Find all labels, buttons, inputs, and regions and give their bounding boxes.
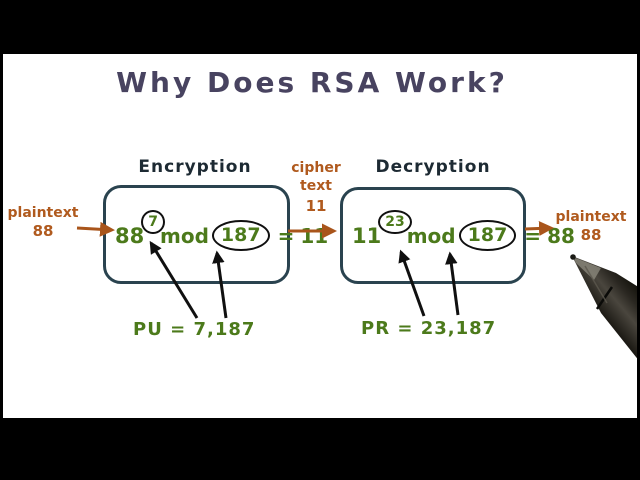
private-key-name: PR (361, 318, 391, 339)
private-key-value: 23,187 (420, 318, 497, 339)
encryption-equals: = (277, 223, 295, 248)
decryption-formula: 11 23 mod 187 = 88 (352, 209, 575, 251)
encryption-modulus-circled: 187 (211, 220, 270, 251)
ciphertext-word2: text (300, 177, 332, 194)
encryption-heading: Encryption (138, 157, 252, 177)
public-key-name: PU (133, 319, 163, 340)
plaintext-left-label: plaintext 88 (6, 205, 80, 240)
plaintext-left-value: 88 (32, 221, 54, 240)
letterbox-right-edge (637, 0, 640, 480)
plaintext-left-word: plaintext (7, 205, 79, 221)
encryption-formula: 88 7 mod 187 = 11 (115, 209, 329, 251)
ciphertext-label: cipher text 11 (288, 160, 344, 216)
public-key-value: 7,187 (193, 319, 256, 340)
public-key-label: PU = 7,187 (133, 319, 255, 340)
decryption-heading: Decryption (375, 157, 491, 177)
decryption-box (340, 187, 526, 284)
decryption-base: 11 (352, 223, 382, 248)
encryption-exponent-circled: 7 (141, 209, 165, 234)
ciphertext-word1: cipher (291, 160, 341, 176)
public-key-equals: = (170, 319, 187, 340)
plaintext-right-word: plaintext (555, 209, 627, 225)
decryption-modulus-circled: 187 (458, 220, 517, 251)
encryption-base: 88 (115, 223, 145, 248)
pen-icon (570, 254, 640, 362)
decryption-equals: = (524, 223, 542, 248)
encryption-mod-operator: mod (159, 223, 209, 248)
ciphertext-value: 11 (305, 197, 327, 215)
decryption-mod-operator: mod (406, 223, 456, 248)
private-key-label: PR = 23,187 (361, 318, 496, 339)
letterbox-left-edge (0, 0, 3, 480)
encryption-result: 11 (300, 223, 329, 248)
private-key-equals: = (397, 318, 414, 339)
letterbox-bottom-bar (0, 418, 640, 480)
plaintext-right-label: plaintext 88 (552, 209, 630, 244)
page-title: Why Does RSA Work? (116, 66, 508, 99)
plaintext-right-value: 88 (580, 225, 602, 244)
letterbox-top-bar (0, 0, 640, 54)
decryption-exponent-circled: 23 (378, 209, 412, 234)
